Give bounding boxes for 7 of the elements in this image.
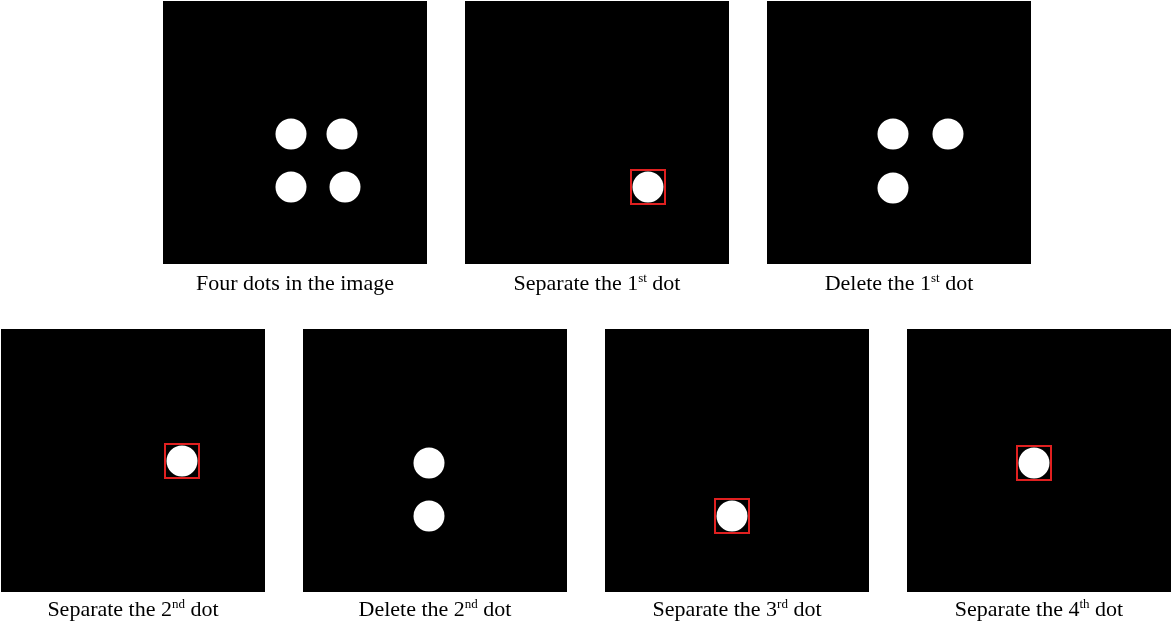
image-caption: Delete the 1$^{st}$ dot [824, 271, 974, 296]
image-caption: Separate the 3$^{rd}$ dot [652, 597, 822, 622]
image-caption: Four dots in the image [196, 271, 394, 296]
image-caption: Separate the 2$^{nd}$ dot [47, 597, 219, 622]
image-caption: Separate the 4$^{th}$ dot [954, 597, 1124, 622]
image-caption: Delete the 2$^{nd}$ dot [358, 597, 512, 622]
image-caption: Separate the 1$^{st}$ dot [513, 271, 681, 296]
